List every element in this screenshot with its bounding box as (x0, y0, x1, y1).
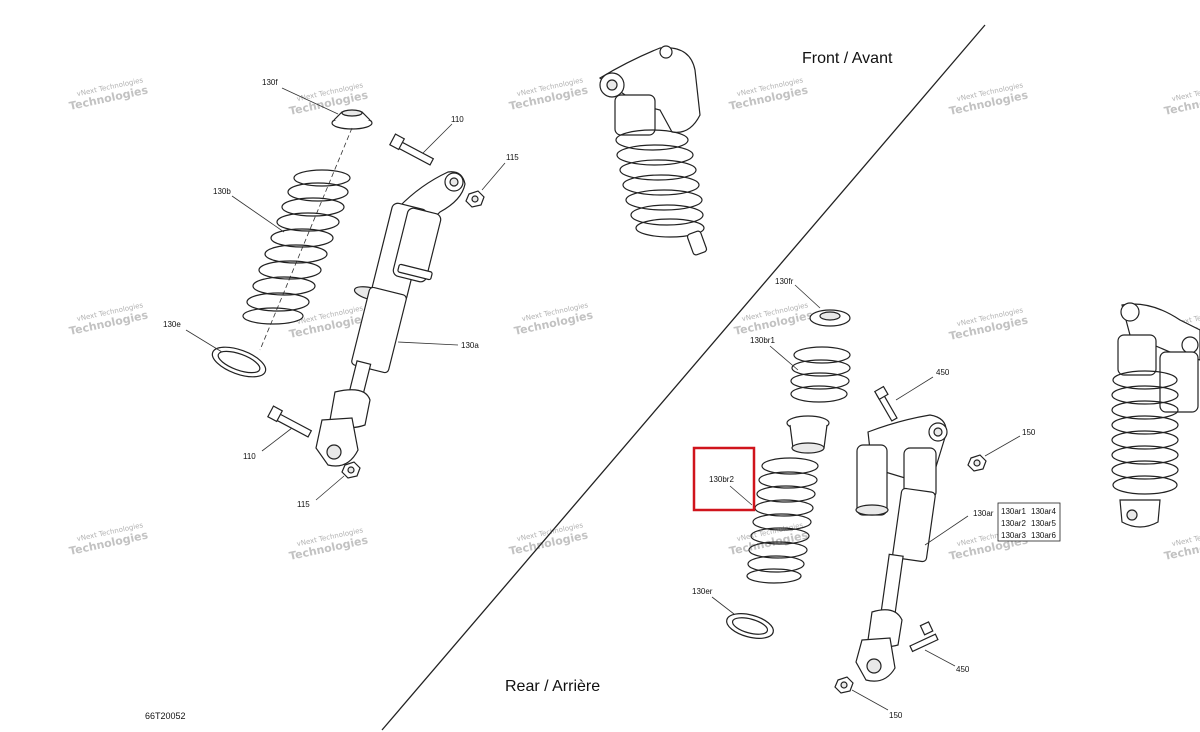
left-exploded-assembly: 130f 130b 130e 1 (163, 78, 519, 509)
spring-130b[interactable] (242, 169, 351, 325)
bolt-110-top[interactable] (389, 133, 435, 166)
bolt-110-bottom[interactable] (267, 405, 313, 438)
spring-seat-130er[interactable] (724, 609, 776, 643)
callout-130e[interactable]: 130e (163, 320, 181, 329)
nut-115-top[interactable] (465, 190, 485, 208)
centerline (259, 127, 353, 351)
spring-retainer-130fr[interactable] (809, 309, 851, 327)
nut-150-top[interactable] (967, 454, 987, 472)
bolt-450-top[interactable] (873, 385, 898, 422)
variant-cell: 130ar6 (1031, 531, 1056, 540)
rear-section-title: Rear / Arrière (505, 678, 600, 695)
spring-seat-130e[interactable] (209, 341, 270, 383)
spring-spacer[interactable] (786, 415, 830, 454)
shock-absorber-130ar[interactable] (855, 414, 948, 682)
section-divider (381, 24, 986, 731)
front-shock-assembled[interactable] (598, 45, 708, 256)
callout-leader (851, 689, 889, 711)
callout-leader (769, 345, 799, 371)
shock-absorber-130a[interactable] (315, 171, 466, 467)
callout-leader (924, 649, 956, 667)
bolt-450-bottom[interactable] (909, 621, 939, 653)
variant-cell: 130ar3 (1001, 531, 1026, 540)
variant-cell: 130ar4 (1031, 507, 1056, 516)
callout-leader (422, 123, 453, 154)
callout-leader (794, 284, 821, 309)
callout-leader (315, 475, 345, 501)
callout-leader (261, 427, 293, 452)
rear-shock-assembled[interactable] (1111, 302, 1200, 528)
variant-table: 130ar1 130ar4 130ar2 130ar5 130ar3 130ar… (997, 502, 1061, 542)
front-section-title: Front / Avant (802, 50, 893, 67)
spring-130br1[interactable] (790, 346, 851, 403)
callout-leader (185, 329, 223, 353)
spring-retainer-130f[interactable] (331, 109, 373, 130)
variant-cell: 130ar5 (1031, 519, 1056, 528)
callout-130er[interactable]: 130er (692, 587, 713, 596)
callout-leader (481, 162, 506, 191)
drawing-reference: 66T20052 (145, 711, 186, 721)
callout-450-top[interactable]: 450 (936, 368, 950, 377)
callout-110-top[interactable]: 110 (451, 115, 464, 124)
callout-130fr[interactable]: 130fr (775, 277, 794, 286)
variant-cell: 130ar2 (1001, 519, 1026, 528)
callout-leader (711, 596, 735, 615)
callout-leader (397, 341, 459, 346)
callout-130br1[interactable]: 130br1 (750, 336, 775, 345)
callout-130ar[interactable]: 130ar (973, 509, 994, 518)
callout-leader (984, 435, 1021, 457)
callout-450-bottom[interactable]: 450 (956, 665, 970, 674)
callout-150-top[interactable]: 150 (1022, 428, 1036, 437)
callout-leader (231, 195, 285, 233)
callout-150-bottom[interactable]: 150 (889, 711, 903, 720)
rear-spring (1111, 370, 1179, 495)
callout-115-bottom[interactable]: 115 (297, 500, 310, 509)
variant-cell: 130ar1 (1001, 507, 1026, 516)
highlight-box-130br2 (692, 446, 756, 512)
callout-leader (895, 376, 934, 401)
callout-115-top[interactable]: 115 (506, 153, 519, 162)
callout-130b[interactable]: 130b (213, 187, 231, 196)
callout-130br2[interactable]: 130br2 (709, 475, 734, 484)
nut-150-bottom[interactable] (834, 676, 854, 694)
callout-leader (924, 515, 969, 546)
callout-130f[interactable]: 130f (262, 78, 278, 87)
front-spring (615, 129, 705, 238)
callout-leader (281, 87, 339, 115)
callout-leader (729, 485, 753, 506)
spring-130br2[interactable] (746, 457, 819, 584)
callout-130a[interactable]: 130a (461, 341, 479, 350)
nut-115-bottom[interactable] (341, 461, 361, 479)
rear-exploded-assembly: 130fr 130br1 130 (692, 277, 1061, 720)
callout-110-bottom[interactable]: 110 (243, 452, 256, 461)
